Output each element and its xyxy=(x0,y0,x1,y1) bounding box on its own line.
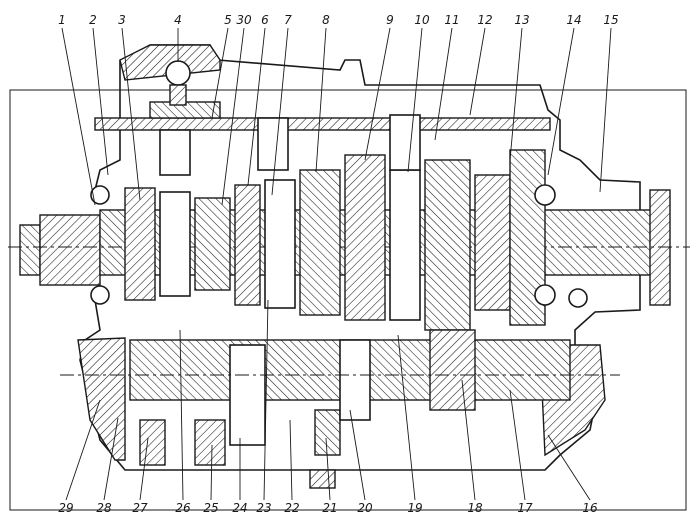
callout-leader-22 xyxy=(289,419,293,501)
callout-leader-8 xyxy=(315,27,327,173)
callout-number-17: 17 xyxy=(517,501,533,515)
callout-leader-16 xyxy=(547,434,591,501)
callout-number-2: 2 xyxy=(89,13,97,27)
callout-number-6: 6 xyxy=(261,13,269,27)
callout-number-16: 16 xyxy=(582,501,598,515)
callout-number-9: 9 xyxy=(386,13,394,27)
callout-leader-14 xyxy=(547,27,575,176)
callout-number-23: 23 xyxy=(256,501,271,515)
callout-leader-30 xyxy=(221,27,245,206)
callout-labels-bottom: 29 28 27 26 25 24 23 22 21 20 19 18 17 16 xyxy=(58,299,598,515)
callout-number-7: 7 xyxy=(284,13,292,27)
callout-number-25: 25 xyxy=(203,501,218,515)
callout-leader-20 xyxy=(349,409,366,501)
callout-number-3: 3 xyxy=(118,13,126,27)
callout-leader-12 xyxy=(469,27,486,116)
callout-leader-25 xyxy=(210,444,213,501)
callout-leader-2 xyxy=(92,27,109,176)
drawing-frame xyxy=(9,89,687,511)
callout-leader-29 xyxy=(65,399,101,501)
callout-number-20: 20 xyxy=(357,501,373,515)
callout-leader-13 xyxy=(509,27,523,161)
callout-number-22: 22 xyxy=(284,501,299,515)
callout-number-21: 21 xyxy=(322,501,337,515)
callout-leader-18 xyxy=(461,379,476,501)
bearings xyxy=(90,184,588,308)
callout-leader-6 xyxy=(247,27,266,186)
callout-number-15: 15 xyxy=(603,13,618,27)
callout-number-5: 5 xyxy=(224,13,232,27)
callout-number-1: 1 xyxy=(58,13,66,27)
callout-number-14: 14 xyxy=(566,13,581,27)
callout-number-29: 29 xyxy=(58,501,73,515)
callout-number-11: 11 xyxy=(444,13,459,27)
callout-number-18: 18 xyxy=(467,501,483,515)
main-shaft-gears xyxy=(124,149,546,331)
callout-leader-3 xyxy=(121,27,141,201)
callout-leader-15 xyxy=(599,27,612,193)
callout-number-13: 13 xyxy=(514,13,529,27)
callout-leader-21 xyxy=(325,437,331,501)
callout-number-4: 4 xyxy=(174,13,182,27)
callout-leader-5 xyxy=(211,27,229,119)
callout-number-30: 30 xyxy=(236,13,252,27)
callout-number-24: 24 xyxy=(232,501,247,515)
countershaft xyxy=(60,329,620,466)
callout-number-12: 12 xyxy=(477,13,492,27)
callout-leader-27 xyxy=(139,437,149,501)
callout-leader-23 xyxy=(263,299,269,501)
callout-number-8: 8 xyxy=(322,13,330,27)
selector-rail xyxy=(94,60,551,176)
callout-number-26: 26 xyxy=(175,501,191,515)
callout-number-27: 27 xyxy=(132,501,148,515)
callout-leader-11 xyxy=(434,27,453,141)
callout-leader-19 xyxy=(397,334,416,501)
callout-number-19: 19 xyxy=(407,501,422,515)
callout-leader-9 xyxy=(364,27,391,161)
callout-leader-10 xyxy=(407,27,423,173)
callout-number-10: 10 xyxy=(414,13,430,27)
callout-leader-7 xyxy=(271,27,289,196)
callout-leader-26 xyxy=(179,329,184,501)
callout-leader-17 xyxy=(509,389,526,501)
callout-number-28: 28 xyxy=(96,501,112,515)
callout-leader-1 xyxy=(61,27,96,206)
callout-leader-28 xyxy=(103,417,119,501)
